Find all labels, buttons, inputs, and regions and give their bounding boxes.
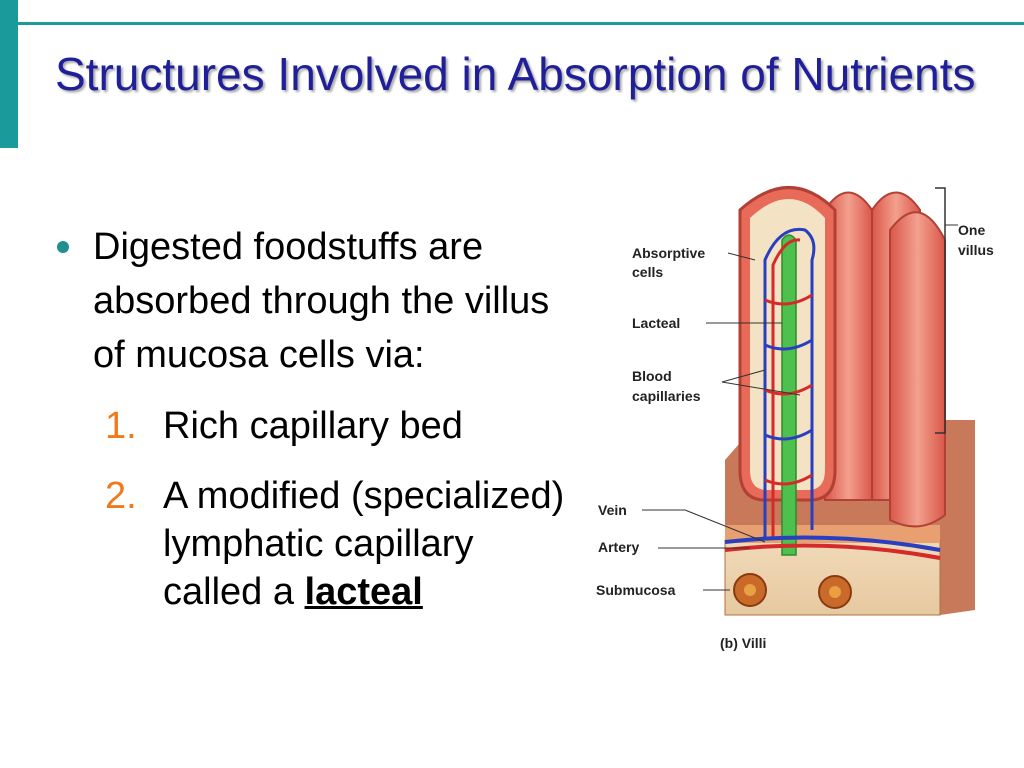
list-item: 1. Rich capillary bed (55, 402, 575, 450)
label-villus: villus (958, 242, 994, 258)
accent-bar (0, 0, 18, 148)
label-artery: Artery (598, 539, 639, 555)
top-rule (18, 22, 1024, 25)
slide-title: Structures Involved in Absorption of Nut… (55, 48, 976, 100)
label-capillaries: capillaries (632, 388, 701, 404)
label-submucosa: Submucosa (596, 582, 676, 598)
villi-diagram: Absorptive cells Lacteal Blood capillari… (596, 186, 994, 651)
figure-caption: (b) Villi (720, 635, 766, 651)
bullet-text: Digested foodstuffs are absorbed through… (93, 226, 550, 376)
slide-body: Digested foodstuffs are absorbed through… (55, 220, 575, 616)
list-number: 2. (105, 475, 137, 517)
bullet-dot-icon (57, 241, 69, 253)
artery-vessel (724, 543, 941, 560)
capillary-network (763, 227, 816, 540)
label-blood: Blood (632, 368, 672, 384)
list-item-text: A modified (specialized) lymphatic capil… (163, 475, 565, 613)
label-one: One (958, 222, 985, 238)
label-absorptive-cells: cells (632, 264, 663, 280)
bullet-item: Digested foodstuffs are absorbed through… (55, 220, 575, 382)
vein-vessel (724, 535, 941, 552)
lacteal-term: lacteal (304, 571, 423, 613)
label-vein: Vein (598, 502, 627, 518)
list-number: 1. (105, 405, 137, 447)
list-item-text: Rich capillary bed (163, 405, 463, 447)
leader-lines (642, 224, 958, 591)
villus-bracket (935, 187, 946, 434)
label-absorptive: Absorptive (632, 245, 705, 261)
label-lacteal: Lacteal (632, 315, 680, 331)
back-villi (824, 191, 946, 528)
list-item: 2. A modified (specialized) lymphatic ca… (55, 472, 575, 616)
